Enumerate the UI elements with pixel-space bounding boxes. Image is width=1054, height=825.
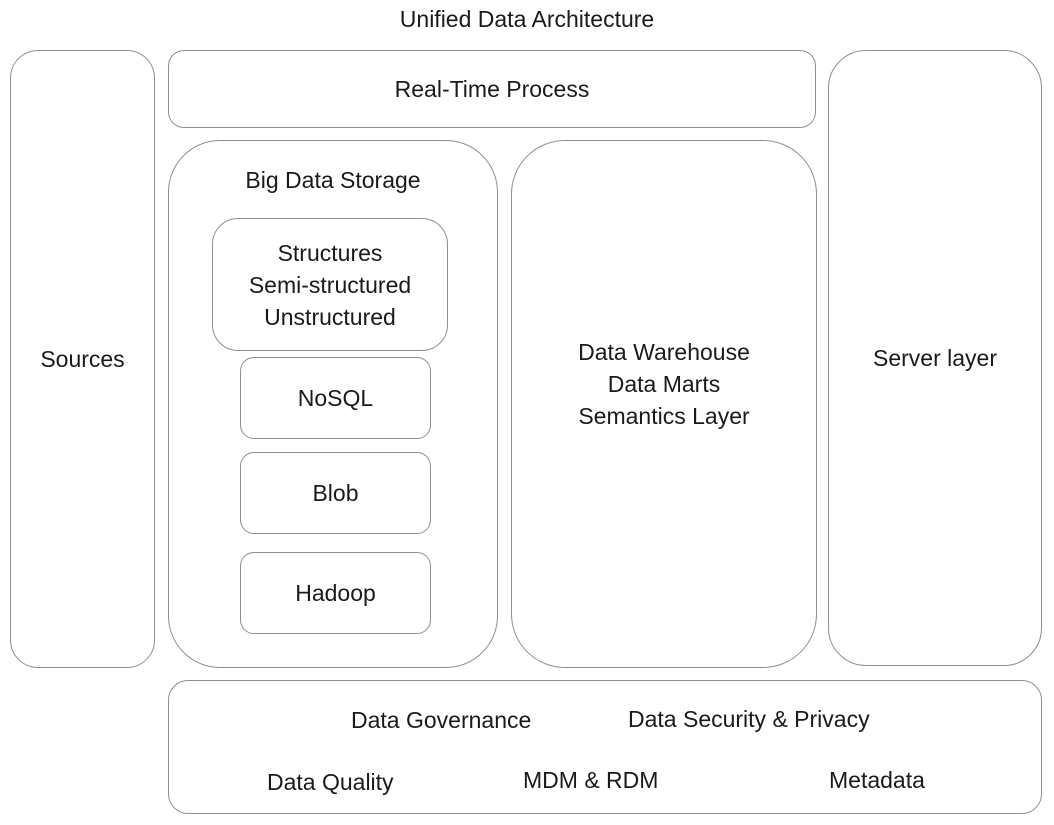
blob-box: Blob [240, 452, 431, 534]
hadoop-label: Hadoop [295, 580, 376, 606]
data-type-structures: Structures [277, 239, 383, 266]
sources-label: Sources [40, 346, 125, 372]
metadata-label: Metadata [829, 767, 925, 793]
semantics-layer-label: Semantics Layer [578, 403, 750, 429]
sources-box: Sources [10, 50, 155, 668]
mdm-rdm-label: MDM & RDM [523, 767, 659, 793]
data-governance-label: Data Governance [351, 707, 532, 733]
data-types-list: Structures Semi-structured Unstructured [249, 237, 411, 333]
data-security-privacy-label: Data Security & Privacy [628, 706, 870, 732]
data-marts-label: Data Marts [607, 371, 721, 397]
warehouse-list: Data Warehouse Data Marts Semantics Laye… [578, 336, 750, 432]
data-warehouse-label: Data Warehouse [578, 339, 750, 365]
real-time-process-box: Real-Time Process [168, 50, 816, 128]
big-data-storage-title: Big Data Storage [245, 167, 421, 193]
nosql-box: NoSQL [240, 357, 431, 439]
blob-label: Blob [312, 480, 359, 506]
data-type-unstructured: Unstructured [264, 303, 396, 330]
nosql-label: NoSQL [297, 385, 374, 411]
data-type-semi-structured: Semi-structured [248, 271, 412, 298]
governance-box [168, 680, 1042, 814]
data-quality-label: Data Quality [267, 769, 394, 795]
server-layer-box: Server layer [828, 50, 1042, 666]
data-warehouse-box: Data Warehouse Data Marts Semantics Laye… [511, 140, 817, 668]
server-layer-label: Server layer [873, 345, 997, 371]
hadoop-box: Hadoop [240, 552, 431, 634]
data-types-box: Structures Semi-structured Unstructured [212, 218, 448, 351]
real-time-process-label: Real-Time Process [394, 76, 590, 102]
diagram-title: Unified Data Architecture [399, 6, 655, 32]
